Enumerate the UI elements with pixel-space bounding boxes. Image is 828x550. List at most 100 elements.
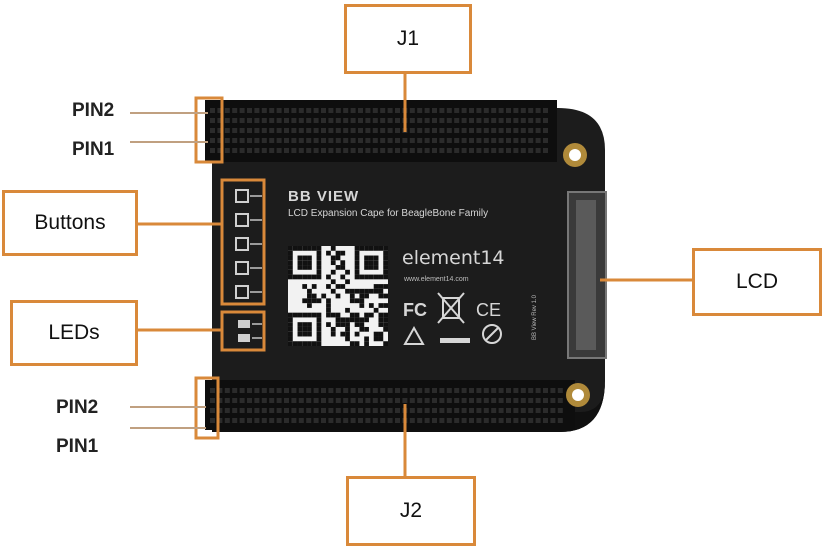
j2-pin-hole <box>254 418 260 423</box>
j2-pin-hole <box>239 398 245 403</box>
j1-pin-hole <box>321 108 326 113</box>
j2-pin-hole <box>335 398 341 403</box>
j1-pin-hole <box>350 108 356 113</box>
j1-pin-hole <box>343 108 349 113</box>
j1-pin-hole <box>372 118 378 123</box>
j1-pin-hole <box>520 118 526 123</box>
j1-pin-hole <box>261 108 267 113</box>
j2-pin-hole <box>543 388 548 393</box>
j2-pin-hole <box>387 388 393 393</box>
j1-pin-hole <box>380 138 386 143</box>
j2-pin-hole <box>365 408 371 413</box>
j2-pin-hole <box>217 398 223 403</box>
j1-pin-hole <box>217 148 223 153</box>
j2-pin-hole <box>232 388 238 393</box>
j2-pin-hole <box>239 388 245 393</box>
j2-pin-hole <box>232 408 238 413</box>
j1-pin-hole <box>432 128 437 133</box>
j1-pin-hole <box>454 108 460 113</box>
j1-pin-hole <box>498 108 504 113</box>
lcd-callout: LCD <box>692 248 822 316</box>
j1-pin-hole <box>224 138 230 143</box>
j2-pin-hole <box>387 398 393 403</box>
j1-pin-hole <box>343 148 349 153</box>
j1-pin-hole <box>506 118 511 123</box>
j1-pin-hole <box>313 128 319 133</box>
j1-pin-hole <box>483 148 489 153</box>
j1-pin-hole <box>380 148 386 153</box>
j1-pin-hole <box>232 148 238 153</box>
j2-pin-hole <box>491 408 497 413</box>
j1-pin-hole <box>335 128 341 133</box>
j2-pin-hole <box>506 388 511 393</box>
j2-pin-hole <box>402 398 408 403</box>
j2-pin-hole <box>432 398 437 403</box>
j1-pin-hole <box>461 118 467 123</box>
j2-pin-hole <box>417 388 423 393</box>
j2-pin-hole <box>328 408 334 413</box>
j1-pin-hole <box>395 128 400 133</box>
j1-pin-hole <box>461 148 467 153</box>
j2-pin-holes <box>210 388 563 423</box>
j1-pin-hole <box>269 138 275 143</box>
j2-pin-hole <box>328 398 334 403</box>
j2-pin-hole <box>550 408 556 413</box>
j1-pin-hole <box>224 118 230 123</box>
j1-pin-hole <box>439 148 445 153</box>
j2-pin-hole <box>306 418 312 423</box>
j2-pin-hole <box>313 418 319 423</box>
j1-pin-hole <box>365 118 371 123</box>
j2-pin-hole <box>365 398 371 403</box>
j2-pin-hole <box>343 408 349 413</box>
j2-pin-hole <box>461 408 467 413</box>
brand-logo: element14 <box>402 247 505 269</box>
esd-warning-icon <box>403 325 425 345</box>
j1-pin-hole <box>483 108 489 113</box>
j1-pin-hole <box>528 148 534 153</box>
j1-pin-hole <box>513 118 519 123</box>
top-pin1-label: PIN1 <box>72 139 115 160</box>
j1-pin-hole <box>528 138 534 143</box>
j1-pin-hole <box>535 118 541 123</box>
j2-pin-hole <box>350 408 356 413</box>
j2-pin-hole <box>239 418 245 423</box>
no-symbol-icon <box>482 324 502 344</box>
led-pads <box>238 320 262 342</box>
j1-pin-hole <box>387 148 393 153</box>
j1-pin-hole <box>232 138 238 143</box>
j1-pin-hole <box>291 128 297 133</box>
j1-pin-hole <box>210 128 215 133</box>
j2-pin-hole <box>424 418 430 423</box>
j2-pin-hole <box>439 418 445 423</box>
j1-pin-hole <box>321 128 326 133</box>
j1-pin-hole <box>498 138 504 143</box>
j2-pin-hole <box>380 388 386 393</box>
j1-pin-hole <box>313 138 319 143</box>
j2-pin-hole <box>543 408 548 413</box>
j2-pin-hole <box>276 418 282 423</box>
j2-pin-hole <box>520 418 526 423</box>
j2-pin-hole <box>409 408 415 413</box>
j1-pin-hole <box>424 128 430 133</box>
j2-pin-hole <box>217 418 223 423</box>
j1-pin-hole <box>395 148 400 153</box>
buttons-highlight <box>220 178 266 306</box>
j1-pin-hole <box>298 138 304 143</box>
barcode-bar <box>440 338 470 343</box>
board-pcb <box>212 108 605 432</box>
j1-pin-hole <box>306 128 312 133</box>
j2-pin-hole <box>372 408 378 413</box>
j2-pin-hole <box>224 408 230 413</box>
j2-pin-hole <box>328 418 334 423</box>
buttons-callout: Buttons <box>2 190 138 256</box>
j1-pin-hole <box>313 108 319 113</box>
j1-pin-hole <box>387 138 393 143</box>
j2-pin-hole <box>276 388 282 393</box>
j2-pin-hole <box>261 388 267 393</box>
j1-pin-hole <box>543 108 548 113</box>
j2-pin-hole <box>395 418 400 423</box>
j2-pin-hole <box>476 408 482 413</box>
j1-pin-hole <box>498 148 504 153</box>
j1-pin-hole <box>476 128 482 133</box>
j2-pin-hole <box>535 388 541 393</box>
